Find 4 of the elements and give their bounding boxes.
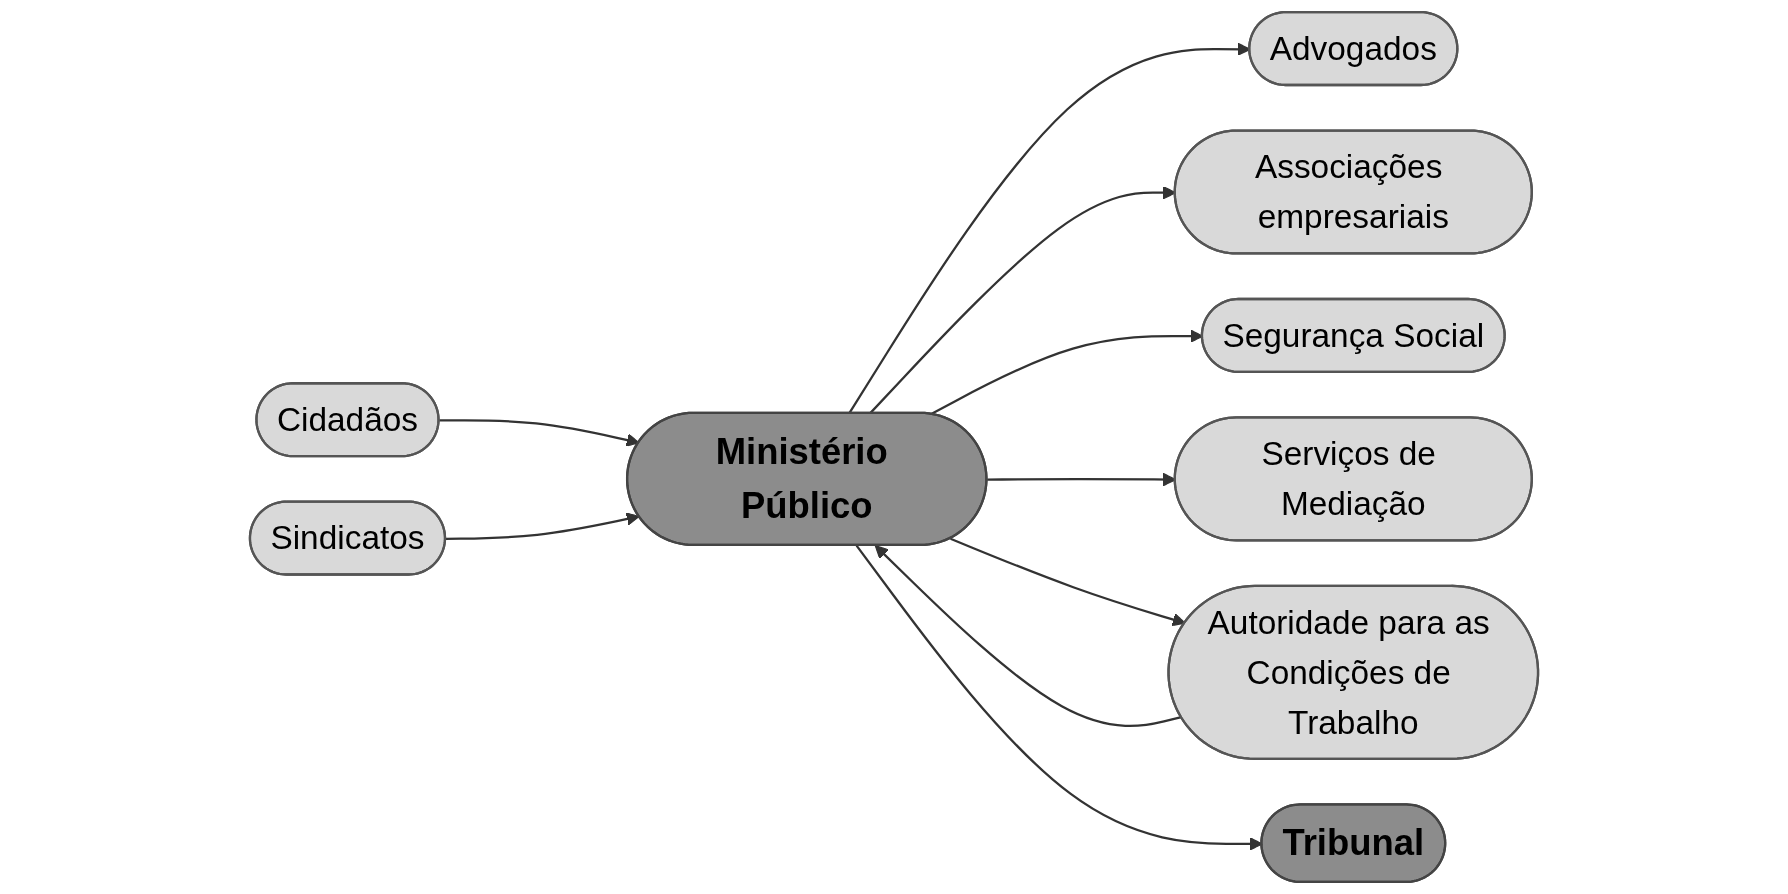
arrow [950, 537, 1186, 627]
arrow [874, 545, 1182, 728]
arrow [445, 512, 640, 540]
arrow [439, 419, 640, 447]
